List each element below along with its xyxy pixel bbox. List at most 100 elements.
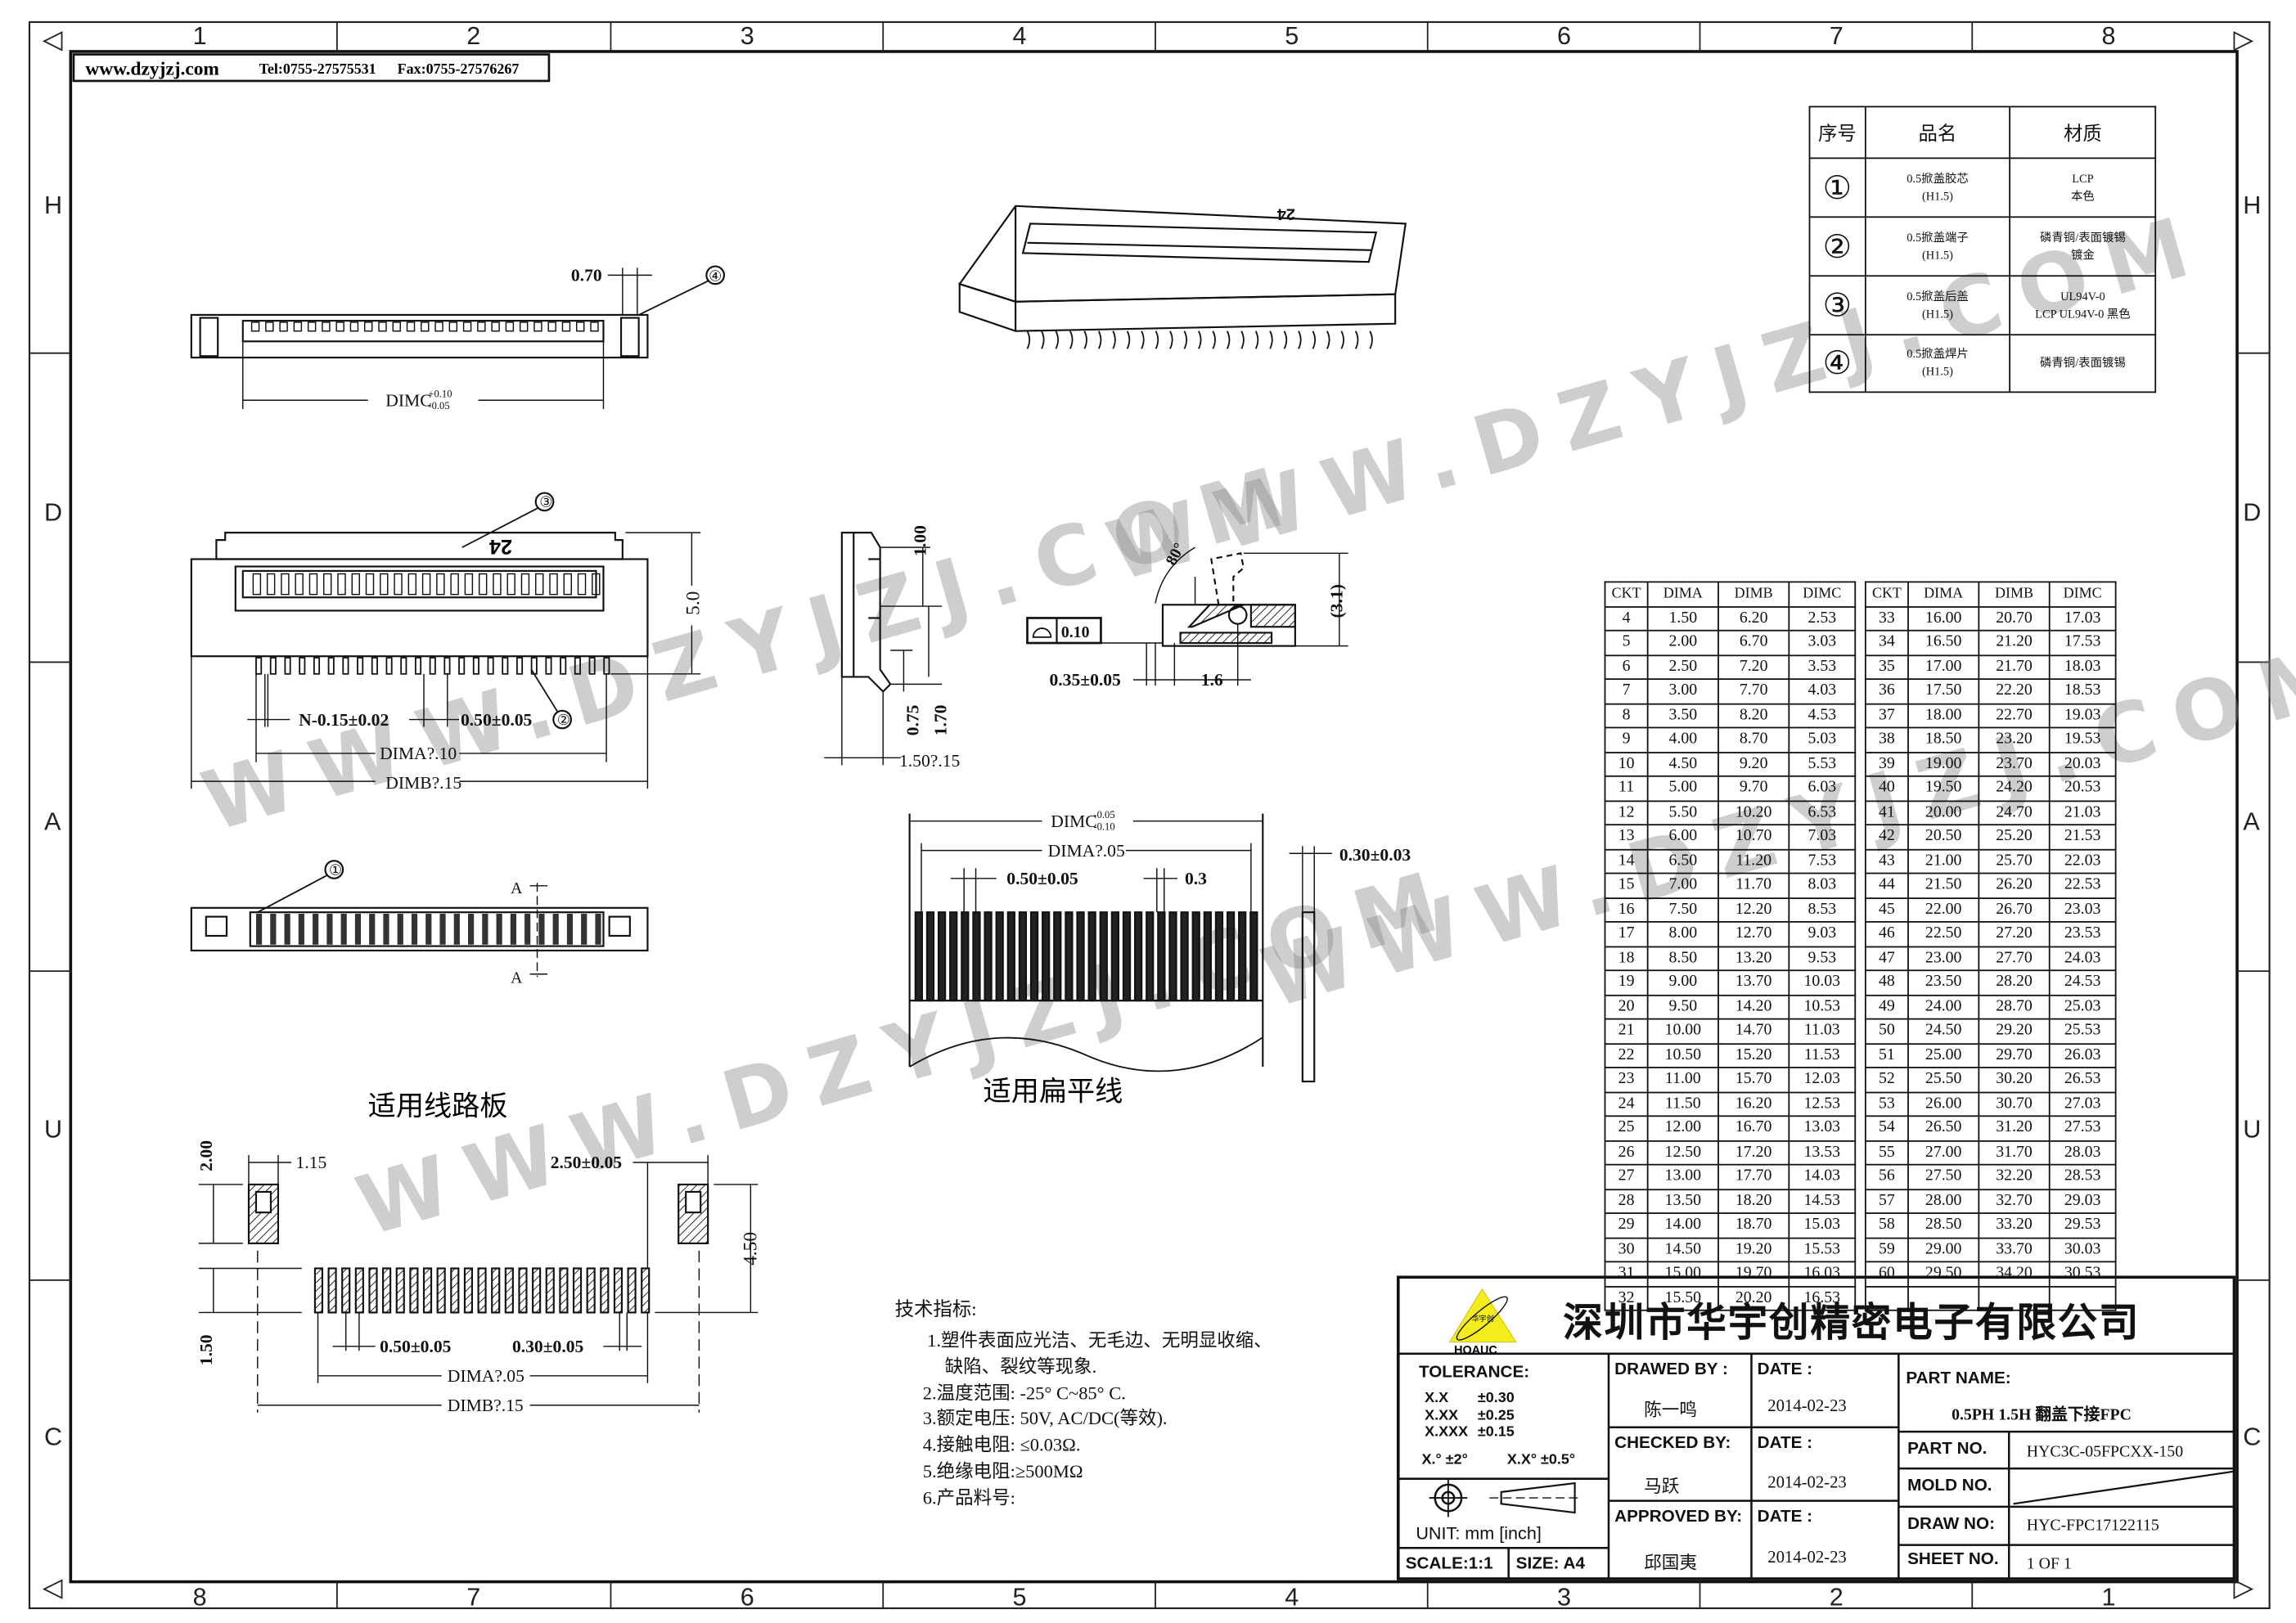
logo-cn-text: 华宇创 xyxy=(1472,1314,1494,1324)
ckt-cell: 16.20 xyxy=(1717,1090,1790,1117)
ckt-cell: 11 xyxy=(1604,775,1649,802)
ckt-cell xyxy=(1907,1285,1980,1311)
ckt-cell: 6.50 xyxy=(1646,847,1719,874)
front-view-pin xyxy=(400,657,407,675)
ckt-cell: 8.00 xyxy=(1646,921,1719,947)
front-view-pin xyxy=(443,657,451,675)
ckt-cell: 33 xyxy=(1864,605,1909,632)
zone-column-label: 8 xyxy=(2102,22,2116,50)
ckt-cell: 14.50 xyxy=(1646,1236,1719,1263)
ckt-cell: 13 xyxy=(1604,824,1649,850)
ckt-cell: 17.20 xyxy=(1717,1140,1790,1166)
top-view-pin xyxy=(279,321,288,332)
ckt-cell: 4 xyxy=(1604,605,1649,632)
part-material-cell: 磷青铜/表面镀锡 xyxy=(2009,334,2157,393)
ckt-cell: 54 xyxy=(1864,1115,1909,1141)
ckt-cell: 25.50 xyxy=(1907,1067,1980,1093)
parts-header-material: 材质 xyxy=(2009,106,2157,160)
dim-1-6: 1.6 xyxy=(1201,670,1223,690)
front-view-pin xyxy=(603,657,610,675)
dim-dimb-pcb: DIMB?.15 xyxy=(448,1396,524,1415)
part-material-cell: 磷青铜/表面镀锡镀金 xyxy=(2009,216,2157,277)
ckt-cell: 14.53 xyxy=(1788,1188,1857,1214)
fpc-finger xyxy=(1191,911,1200,1002)
bottom-view-pin xyxy=(581,913,588,945)
zone-column-label: 3 xyxy=(1557,1583,1571,1611)
ckt-cell: 20.70 xyxy=(1978,605,2051,632)
ckt-header-cell: DIMC xyxy=(1788,581,1857,607)
pcb-pad xyxy=(395,1267,405,1314)
ckt-cell: 11.03 xyxy=(1788,1018,1857,1045)
ckt-cell: 17.00 xyxy=(1907,654,1980,680)
dim-pad-height: 2.00 xyxy=(196,1140,216,1171)
outer-border xyxy=(28,20,2271,1610)
ckt-cell: 13.20 xyxy=(1717,945,1790,972)
ckt-cell: 23.50 xyxy=(1907,969,1980,996)
ckt-cell: 17.03 xyxy=(2048,605,2117,632)
part-name-value: 0.5PH 1.5H 翻盖下接FPC xyxy=(1952,1406,2132,1425)
fax-text: Fax:0755-27576267 xyxy=(398,61,520,77)
ckt-cell: 4.53 xyxy=(1788,702,1857,729)
ckt-cell: 29.70 xyxy=(1978,1042,2051,1068)
iso-marking: 24 xyxy=(1277,205,1295,223)
front-view-slot xyxy=(506,573,515,596)
zone-column-label: 8 xyxy=(193,1583,207,1611)
parts-header-name: 品名 xyxy=(1864,106,2011,160)
ckt-cell: 6.03 xyxy=(1788,775,1857,802)
part-material: LCP xyxy=(2072,171,2094,185)
ckt-cell: 15 xyxy=(1604,872,1649,899)
ckt-cell: 26.53 xyxy=(2048,1067,2117,1093)
ckt-cell: 24 xyxy=(1604,1090,1649,1117)
ckt-cell: 24.50 xyxy=(1907,1018,1980,1045)
ckt-cell: 11.00 xyxy=(1646,1067,1719,1093)
ckt-cell: 26.03 xyxy=(2048,1042,2117,1068)
part-material-note: 本色 xyxy=(2071,189,2095,203)
ckt-cell: 16.50 xyxy=(1907,629,1980,656)
front-view-pin xyxy=(458,657,466,675)
bottom-view-pin xyxy=(482,913,488,945)
top-view-pin xyxy=(307,321,317,332)
checked-by-label: CHECKED BY: xyxy=(1614,1434,1731,1453)
top-view-pin xyxy=(533,321,542,332)
ckt-cell: 25.00 xyxy=(1907,1042,1980,1068)
ckt-cell xyxy=(1978,1285,2051,1311)
ckt-cell: 7.00 xyxy=(1646,872,1719,899)
front-view-pin xyxy=(560,657,567,675)
zone-column-label: 5 xyxy=(1013,1583,1027,1611)
ckt-cell: 7 xyxy=(1604,678,1649,704)
pcb-pad xyxy=(545,1267,555,1314)
ckt-header-cell: DIMC xyxy=(2048,581,2117,607)
part-name-cell: 0.5掀盖端子(H1.5) xyxy=(1864,216,2011,277)
ckt-cell: 30.53 xyxy=(2048,1261,2117,1287)
front-view-pin xyxy=(588,657,596,675)
dim-pitch: 0.50±0.05 xyxy=(461,710,532,730)
top-view-pin xyxy=(477,321,486,332)
ckt-cell: 27 xyxy=(1604,1163,1649,1190)
ckt-cell: 9.70 xyxy=(1717,775,1790,802)
ckt-cell: 8.70 xyxy=(1717,726,1790,753)
ckt-cell: 17.53 xyxy=(2048,629,2117,656)
pcb-pad xyxy=(341,1267,351,1314)
ckt-cell: 22.50 xyxy=(1907,921,1980,947)
dim-1-70: 1.70 xyxy=(931,705,951,736)
zone-row-label: C xyxy=(2243,1423,2261,1450)
ckt-cell: 26.20 xyxy=(1978,872,2051,899)
pcb-pad xyxy=(463,1267,474,1314)
top-view-pin xyxy=(505,321,515,332)
bottom-view-pin xyxy=(538,913,545,945)
part-no-label: PART NO. xyxy=(1907,1440,1988,1459)
ckt-cell: 33.20 xyxy=(1978,1212,2051,1239)
